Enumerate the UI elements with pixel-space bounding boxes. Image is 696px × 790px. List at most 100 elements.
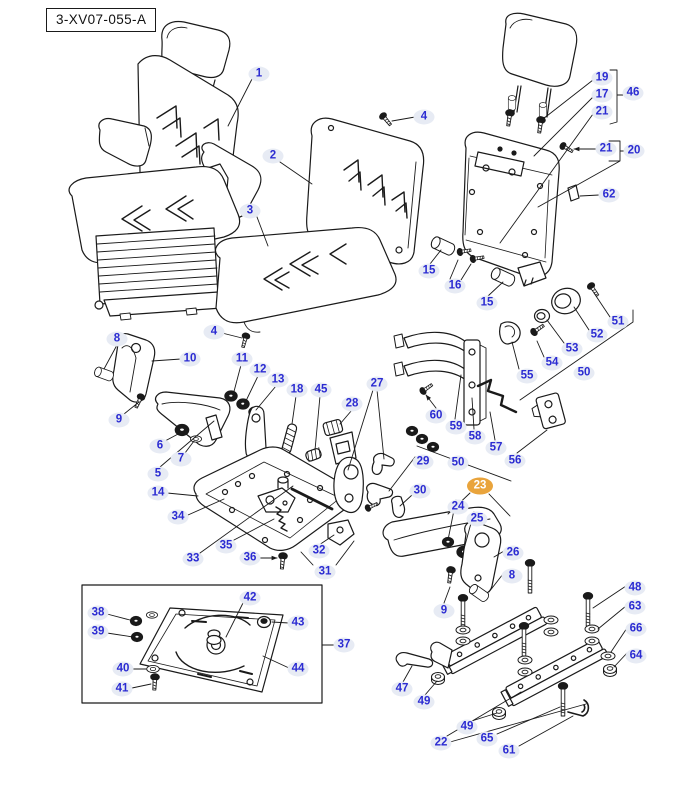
part-callout-8[interactable]: 8	[106, 331, 128, 347]
part-callout-36[interactable]: 36	[239, 550, 261, 566]
part-callout-58[interactable]: 58	[464, 429, 486, 445]
backrest-frame-17	[462, 131, 580, 287]
rail-assembly	[395, 558, 618, 721]
part-callout-59[interactable]: 59	[445, 419, 467, 435]
part-callout-54[interactable]: 54	[541, 355, 563, 371]
part-callout-24[interactable]: 24	[447, 499, 469, 515]
part-callout-62[interactable]: 62	[598, 187, 620, 203]
washer	[145, 611, 159, 619]
part-callout-63[interactable]: 63	[624, 599, 646, 615]
torsion-rod	[290, 487, 334, 511]
bolt	[457, 593, 469, 629]
part-callout-9[interactable]: 9	[433, 603, 455, 619]
part-callout-11[interactable]: 11	[231, 351, 253, 367]
part-callout-42[interactable]: 42	[239, 590, 261, 606]
part-callout-45[interactable]: 45	[310, 382, 332, 398]
part-callout-1[interactable]: 1	[248, 66, 270, 82]
part-callout-13[interactable]: 13	[267, 372, 289, 388]
part-callout-3[interactable]: 3	[239, 203, 261, 219]
part-callout-43[interactable]: 43	[287, 615, 309, 631]
part-callout-9[interactable]: 9	[108, 412, 130, 428]
part-callout-23[interactable]: 23	[467, 477, 493, 495]
part-callout-37[interactable]: 37	[333, 637, 355, 653]
part-callout-10[interactable]: 10	[179, 351, 201, 367]
part-callout-19[interactable]: 19	[591, 70, 613, 86]
part-callout-21[interactable]: 21	[591, 104, 613, 120]
part-callout-34[interactable]: 34	[167, 509, 189, 525]
lever-47	[395, 652, 434, 668]
washer	[543, 627, 559, 637]
part-callout-5[interactable]: 5	[147, 466, 169, 482]
part-callout-61[interactable]: 61	[498, 743, 520, 759]
headrest-screw	[534, 115, 547, 135]
part-callout-28[interactable]: 28	[341, 396, 363, 412]
part-callout-49[interactable]: 49	[456, 719, 478, 735]
headrest-screw	[503, 108, 516, 128]
handle-27	[371, 452, 395, 475]
swivel-base-group	[81, 584, 323, 704]
part-callout-21[interactable]: 21	[595, 141, 617, 157]
part-callout-40[interactable]: 40	[112, 661, 134, 677]
part-callout-49[interactable]: 49	[413, 694, 435, 710]
part-callout-46[interactable]: 46	[622, 85, 644, 101]
part-callout-14[interactable]: 14	[147, 485, 169, 501]
part-callout-38[interactable]: 38	[87, 605, 109, 621]
part-callout-44[interactable]: 44	[287, 661, 309, 677]
part-callout-65[interactable]: 65	[476, 731, 498, 747]
part-callout-32[interactable]: 32	[308, 543, 330, 559]
part-callout-17[interactable]: 17	[591, 87, 613, 103]
part-callout-50[interactable]: 50	[573, 365, 595, 381]
rail-clamp	[430, 641, 453, 669]
part-callout-53[interactable]: 53	[561, 341, 583, 357]
part-callout-66[interactable]: 66	[625, 621, 647, 637]
part-callout-57[interactable]: 57	[485, 440, 507, 456]
part-callout-18[interactable]: 18	[286, 382, 308, 398]
part-callout-64[interactable]: 64	[625, 648, 647, 664]
part-callout-41[interactable]: 41	[111, 681, 133, 697]
part-callout-12[interactable]: 12	[249, 362, 271, 378]
part-callout-31[interactable]: 31	[314, 564, 336, 580]
part-callout-30[interactable]: 30	[409, 483, 431, 499]
group-line-5	[159, 420, 215, 468]
screw-51	[585, 280, 602, 299]
part-callout-8[interactable]: 8	[501, 568, 523, 584]
part-callout-25[interactable]: 25	[466, 511, 488, 527]
part-callout-6[interactable]: 6	[149, 438, 171, 454]
part-callout-39[interactable]: 39	[87, 624, 109, 640]
part-callout-2[interactable]: 2	[262, 148, 284, 164]
part-callout-56[interactable]: 56	[504, 453, 526, 469]
part-callout-4[interactable]: 4	[203, 324, 225, 340]
part-callout-26[interactable]: 26	[502, 545, 524, 561]
bracket-31	[300, 540, 355, 566]
part-callout-22[interactable]: 22	[430, 735, 452, 751]
part-callout-47[interactable]: 47	[391, 681, 413, 697]
part-callout-33[interactable]: 33	[182, 551, 204, 567]
washer	[517, 667, 533, 677]
part-callout-15[interactable]: 15	[476, 295, 498, 311]
part-callout-50[interactable]: 50	[447, 455, 469, 471]
part-callout-16[interactable]: 16	[444, 278, 466, 294]
washer	[584, 636, 600, 646]
bellows	[95, 227, 219, 305]
armrest-left-1	[98, 117, 152, 167]
lever-29	[366, 482, 394, 507]
bracket-26	[460, 521, 502, 595]
part-callout-48[interactable]: 48	[624, 580, 646, 596]
part-callout-4[interactable]: 4	[413, 109, 435, 125]
part-callout-35[interactable]: 35	[215, 538, 237, 554]
part-callout-7[interactable]: 7	[170, 451, 192, 467]
washer-63	[584, 624, 600, 634]
part-callout-52[interactable]: 52	[586, 327, 608, 343]
guide-bushing	[538, 102, 548, 118]
part-callout-15[interactable]: 15	[418, 263, 440, 279]
washer-66	[600, 651, 616, 661]
part-callout-51[interactable]: 51	[607, 314, 629, 330]
bolt	[518, 621, 530, 657]
part-callout-60[interactable]: 60	[425, 408, 447, 424]
part-callout-27[interactable]: 27	[366, 376, 388, 392]
part-callout-29[interactable]: 29	[412, 454, 434, 470]
part-callout-20[interactable]: 20	[623, 143, 645, 159]
part-callout-55[interactable]: 55	[516, 368, 538, 384]
bracket-28	[329, 431, 357, 465]
